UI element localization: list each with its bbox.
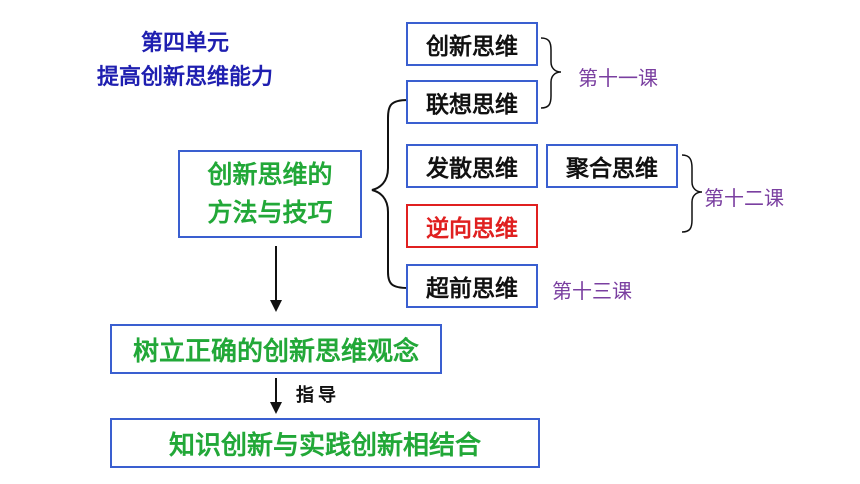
lesson13-label: 第十三课 bbox=[552, 279, 632, 303]
lesson11-brace bbox=[540, 37, 562, 109]
combination-box: 知识创新与实践创新相结合 bbox=[110, 418, 540, 468]
center-topic-line1: 创新思维的 bbox=[207, 160, 333, 189]
lesson12-label: 第十二课 bbox=[704, 186, 784, 210]
arrow-down-icon bbox=[270, 402, 282, 414]
method-divergent: 发散思维 bbox=[406, 144, 538, 188]
unit-subtitle: 提高创新思维能力 bbox=[96, 65, 273, 90]
lesson11-label: 第十一课 bbox=[578, 66, 658, 90]
unit-title: 第四单元 bbox=[140, 31, 229, 56]
method-innovative: 创新思维 bbox=[406, 22, 538, 66]
concept-box: 树立正确的创新思维观念 bbox=[110, 324, 442, 374]
method-convergent: 聚合思维 bbox=[546, 144, 678, 188]
arrow-down-icon bbox=[270, 300, 282, 312]
method-brace bbox=[371, 99, 409, 289]
guide-label: 指导 bbox=[296, 385, 340, 406]
method-advance: 超前思维 bbox=[406, 264, 538, 308]
method-association: 联想思维 bbox=[406, 80, 538, 124]
lesson12-brace bbox=[681, 154, 703, 233]
method-reverse: 逆向思维 bbox=[406, 204, 538, 248]
center-topic-line2: 方法与技巧 bbox=[207, 198, 333, 227]
center-topic-box: 创新思维的 方法与技巧 bbox=[178, 150, 362, 238]
